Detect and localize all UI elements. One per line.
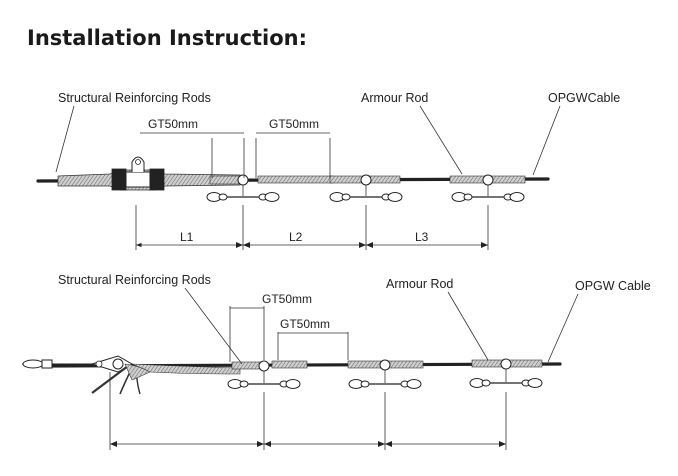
bottom-link-block <box>41 359 53 369</box>
top-l2-arrow <box>359 242 366 248</box>
bottom-yoke-pin <box>95 360 103 368</box>
bottom-diagram: GT50mm GT50mm Structural Reinforcing Rod… <box>22 273 651 450</box>
bottom-structural-rods-flare <box>124 363 151 381</box>
top-opgw-label: OPGWCable <box>548 91 620 105</box>
bottom-armour-rod-1 <box>271 360 308 369</box>
top-structural-rods-leader <box>55 105 75 173</box>
bottom-l-arrow-2b <box>385 441 392 447</box>
bottom-damper-3 <box>469 358 543 388</box>
top-clamp-eye <box>135 159 141 165</box>
bottom-l-arrow-1a <box>257 441 264 447</box>
bottom-structural-rods-leader <box>184 287 243 365</box>
bottom-yoke-eye <box>112 358 124 370</box>
bottom-link-eye <box>22 359 44 369</box>
top-diagram: GT50mm GT50mm L1 L2 L3 Structural Reinfo… <box>36 91 620 250</box>
top-gt1-label: GT50mm <box>148 117 198 131</box>
bottom-opgw-leader <box>547 293 579 363</box>
top-opgw-leader <box>532 105 561 176</box>
bottom-l-arrow-1b <box>264 441 271 447</box>
top-l3-label: L3 <box>415 230 429 244</box>
top-damper-3 <box>451 174 525 202</box>
top-armour-rod-1 <box>257 175 334 184</box>
bottom-structural-rods-main <box>131 363 241 375</box>
bottom-l-arrow-2a <box>378 441 385 447</box>
bottom-armour-rod-leader <box>447 291 489 361</box>
bottom-gt1-label: GT50mm <box>262 292 312 306</box>
top-l1-label: L1 <box>180 230 194 244</box>
top-l1-arrow <box>236 242 243 248</box>
top-damper-1 <box>206 174 280 202</box>
top-armour-rod-0 <box>209 175 243 185</box>
bottom-damper-1 <box>227 360 301 389</box>
top-structural-rods-label: Structural Reinforcing Rods <box>58 91 211 105</box>
bottom-structural-rods-tail-1 <box>91 365 129 394</box>
top-clamp-left-block <box>111 168 127 191</box>
top-armour-rod-label: Armour Rod <box>361 91 428 105</box>
top-clamp-body <box>125 171 151 188</box>
bottom-structural-rods-label: Structural Reinforcing Rods <box>58 273 211 287</box>
top-l3-arrow-start <box>366 242 373 248</box>
top-l3-arrow <box>481 242 488 248</box>
bottom-l-arrow-0 <box>110 441 117 447</box>
top-armour-rod-leader <box>419 105 463 175</box>
bottom-opgw-label: OPGW Cable <box>575 279 651 293</box>
top-l2-arrow-start <box>243 242 250 248</box>
bottom-l-arrow-3 <box>499 441 506 447</box>
bottom-armour-rod-label: Armour Rod <box>386 277 453 291</box>
bottom-gt2-label: GT50mm <box>280 317 330 331</box>
top-l2-label: L2 <box>289 230 303 244</box>
top-clamp-right-block <box>149 168 165 191</box>
top-damper-2 <box>329 174 403 202</box>
page-title: Installation Instruction: <box>27 26 308 50</box>
bottom-damper-2 <box>348 359 422 389</box>
top-gt2-label: GT50mm <box>269 117 319 131</box>
